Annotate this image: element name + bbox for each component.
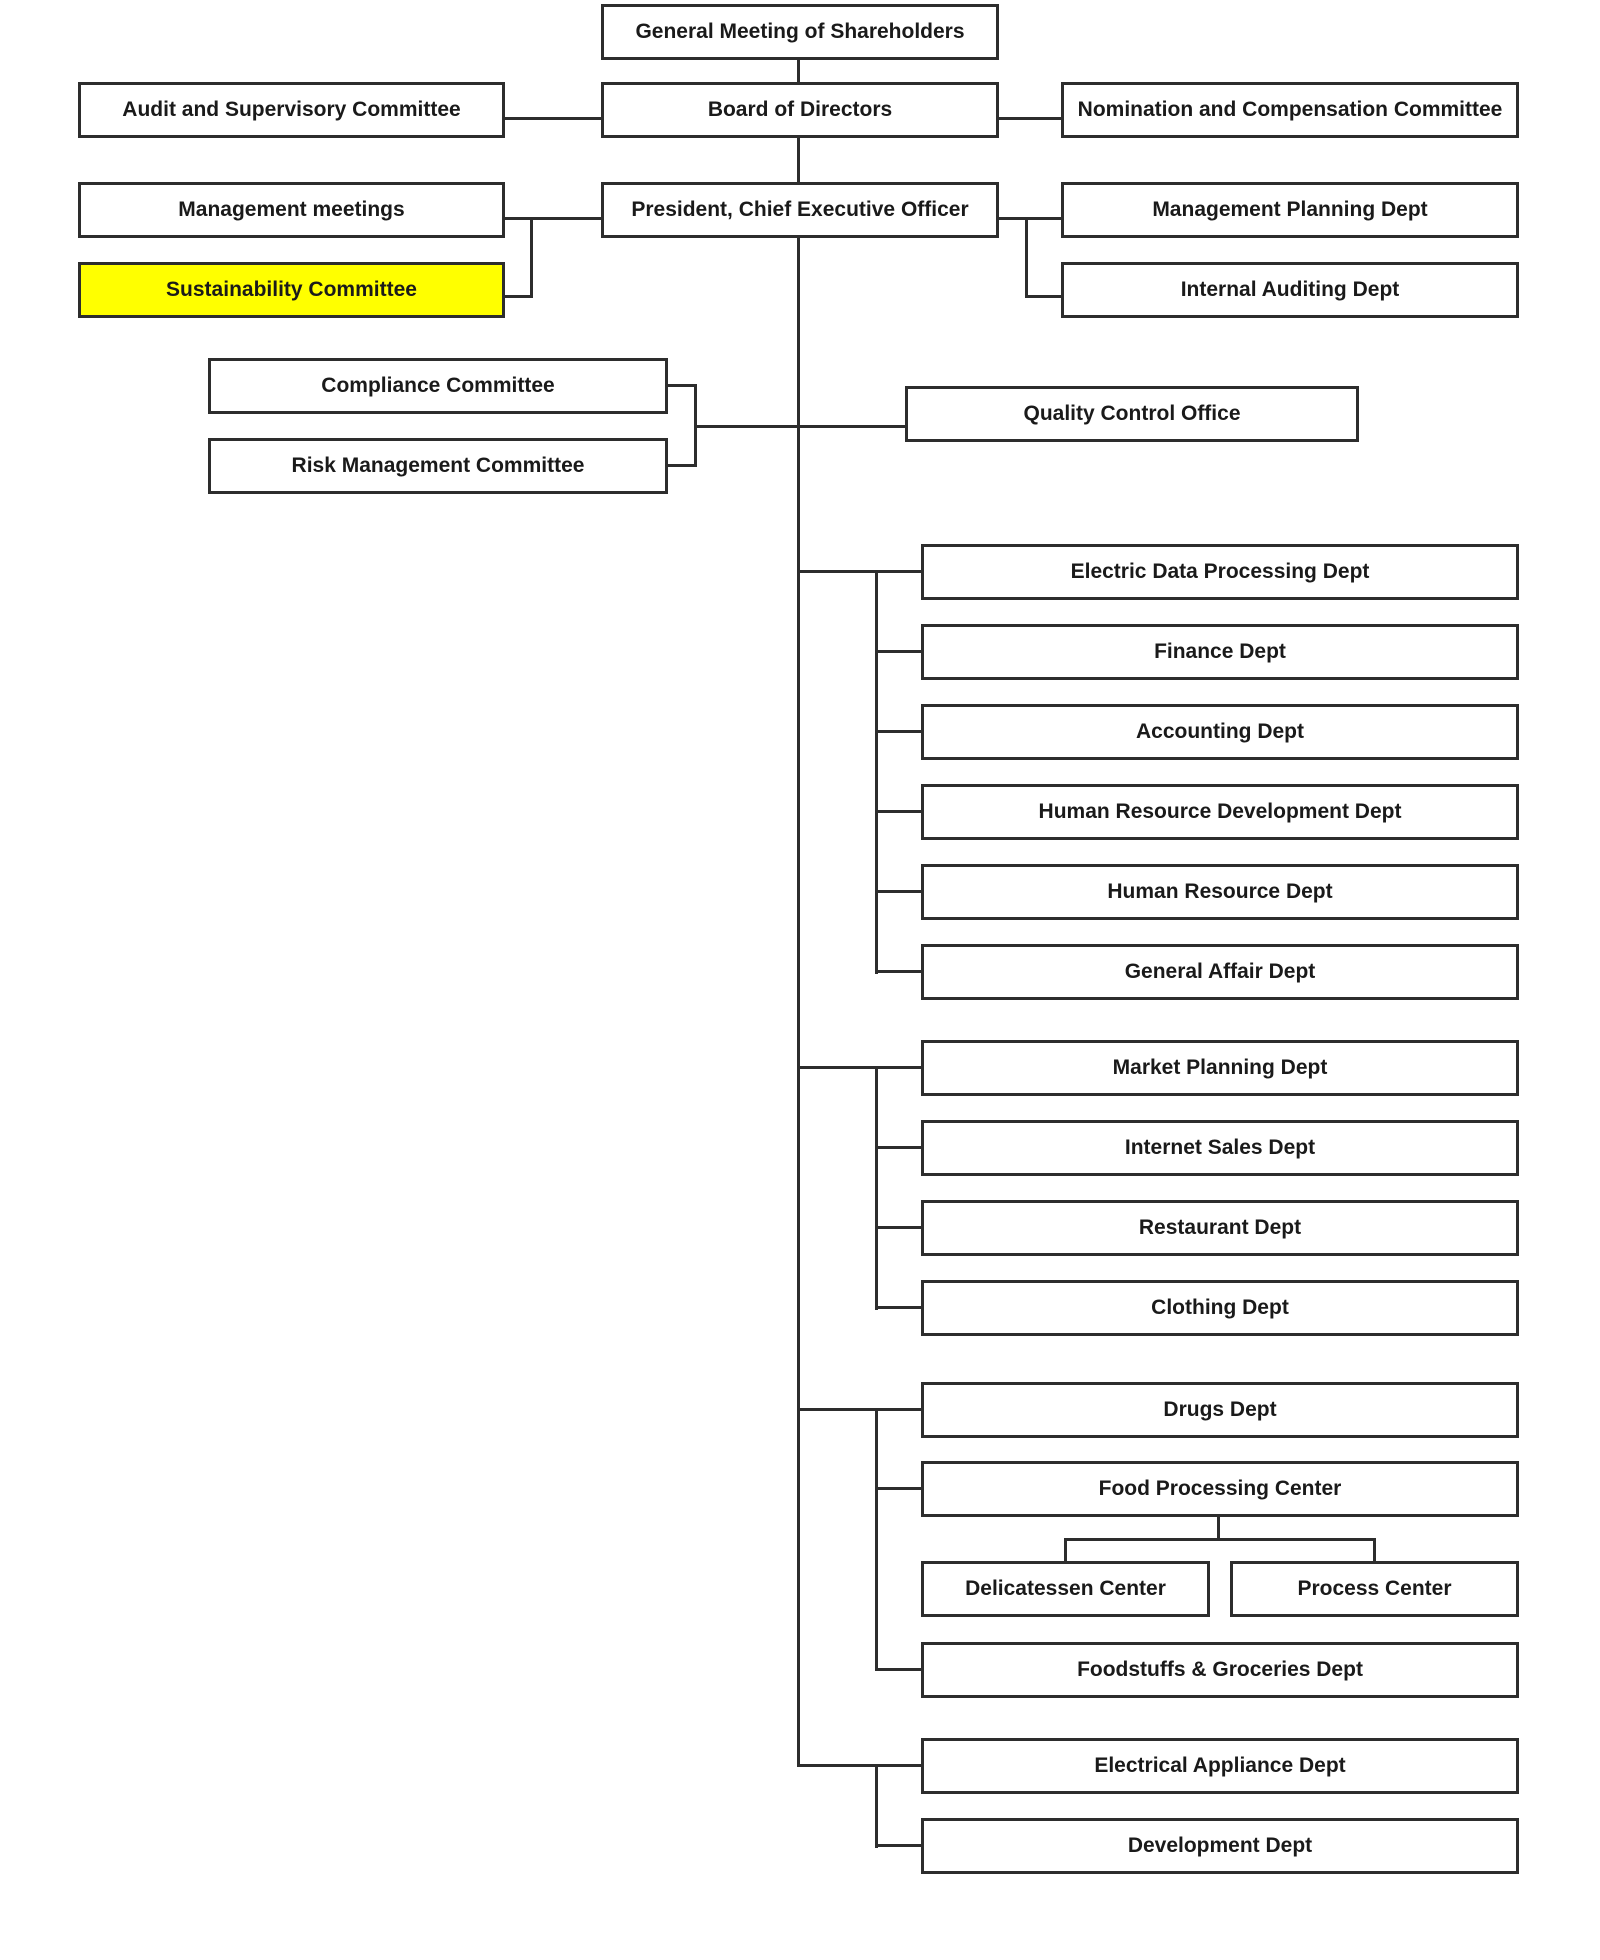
connector (505, 295, 533, 298)
connector (797, 59, 800, 82)
node-foodstuffs-groceries-dept: Foodstuffs & Groceries Dept (921, 1642, 1519, 1698)
connector (694, 384, 697, 467)
node-general-affair-dept: General Affair Dept (921, 944, 1519, 1000)
connector (1373, 1538, 1376, 1561)
connector (875, 730, 921, 733)
node-internal-auditing-dept: Internal Auditing Dept (1061, 262, 1519, 318)
connector (800, 1066, 921, 1069)
connector (800, 1408, 921, 1411)
node-human-resource-development-dept: Human Resource Development Dept (921, 784, 1519, 840)
node-market-planning-dept: Market Planning Dept (921, 1040, 1519, 1096)
node-electrical-appliance-dept: Electrical Appliance Dept (921, 1738, 1519, 1794)
connector (875, 970, 921, 973)
connector (875, 1487, 921, 1490)
connector (875, 1146, 921, 1149)
node-risk-management-committee: Risk Management Committee (208, 438, 668, 494)
connector (1217, 1517, 1220, 1541)
node-delicatessen-center: Delicatessen Center (921, 1561, 1210, 1617)
node-management-meetings: Management meetings (78, 182, 505, 238)
connector (1025, 295, 1061, 298)
connector (875, 1764, 878, 1848)
connector (505, 117, 601, 120)
node-clothing-dept: Clothing Dept (921, 1280, 1519, 1336)
node-general-meeting: General Meeting of Shareholders (601, 4, 999, 60)
connector (999, 217, 1061, 220)
node-electric-data-processing-dept: Electric Data Processing Dept (921, 544, 1519, 600)
connector (668, 384, 697, 387)
node-finance-dept: Finance Dept (921, 624, 1519, 680)
node-restaurant-dept: Restaurant Dept (921, 1200, 1519, 1256)
node-internet-sales-dept: Internet Sales Dept (921, 1120, 1519, 1176)
connector (797, 138, 800, 182)
connector (1064, 1538, 1376, 1541)
node-human-resource-dept: Human Resource Dept (921, 864, 1519, 920)
connector (875, 1306, 921, 1309)
connector (875, 570, 878, 974)
connector-trunk (797, 238, 800, 1767)
connector (875, 1226, 921, 1229)
connector (800, 1764, 921, 1767)
connector (875, 1066, 878, 1310)
connector (875, 890, 921, 893)
connector (1064, 1538, 1067, 1561)
node-drugs-dept: Drugs Dept (921, 1382, 1519, 1438)
connector (999, 117, 1061, 120)
connector (800, 570, 921, 573)
node-nomination-compensation-committee: Nomination and Compensation Committee (1061, 82, 1519, 138)
connector (875, 1408, 878, 1671)
node-food-processing-center: Food Processing Center (921, 1461, 1519, 1517)
node-process-center: Process Center (1230, 1561, 1519, 1617)
connector (505, 217, 601, 220)
connector (875, 810, 921, 813)
connector (1025, 217, 1028, 298)
node-management-planning-dept: Management Planning Dept (1061, 182, 1519, 238)
node-sustainability-committee: Sustainability Committee (78, 262, 505, 318)
node-accounting-dept: Accounting Dept (921, 704, 1519, 760)
connector (697, 425, 905, 428)
node-audit-supervisory-committee: Audit and Supervisory Committee (78, 82, 505, 138)
connector (668, 464, 697, 467)
connector (875, 1668, 921, 1671)
node-compliance-committee: Compliance Committee (208, 358, 668, 414)
node-development-dept: Development Dept (921, 1818, 1519, 1874)
connector (530, 217, 533, 298)
node-quality-control-office: Quality Control Office (905, 386, 1359, 442)
node-president-ceo: President, Chief Executive Officer (601, 182, 999, 238)
connector (875, 650, 921, 653)
node-board-of-directors: Board of Directors (601, 82, 999, 138)
connector (875, 1844, 921, 1847)
